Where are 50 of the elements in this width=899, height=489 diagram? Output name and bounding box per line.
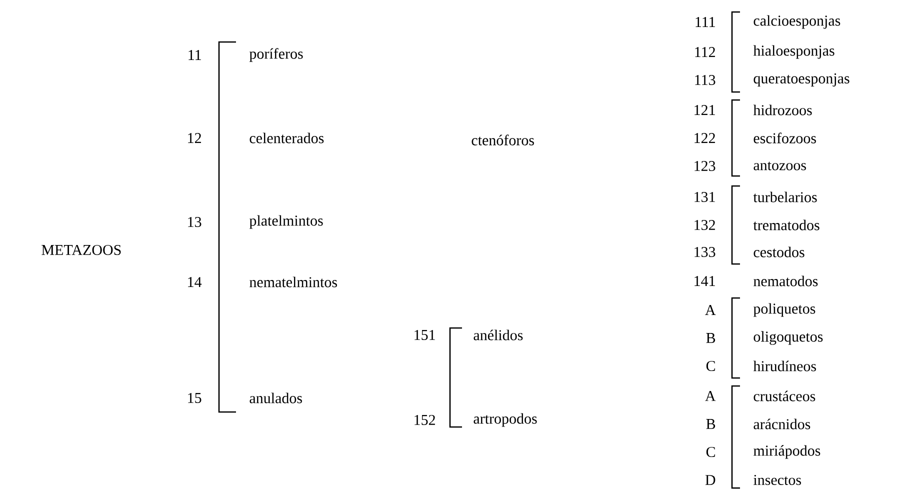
taxon-label: miriápodos [754, 445, 820, 459]
index-number: 111 [696, 17, 715, 27]
index-number: 121 [694, 105, 715, 115]
index-number: C [706, 446, 715, 458]
index-number: B [706, 419, 716, 429]
index-number: D [705, 475, 716, 485]
index-number: 131 [694, 192, 715, 202]
taxon-label: queratoesponjas [754, 73, 850, 87]
taxon-label: ctenóforos [472, 134, 534, 146]
taxon-label: hialoesponjas [753, 45, 834, 59]
taxon-label: poríferos [249, 48, 303, 62]
index-number: 151 [414, 330, 435, 340]
index-number: 152 [414, 414, 435, 426]
index-number: 13 [188, 216, 202, 228]
taxon-label: escifozoos [754, 132, 816, 144]
index-number: 133 [694, 246, 716, 258]
taxon-label: trematodos [753, 220, 820, 230]
taxon-label: nematodos [754, 276, 818, 286]
index-number: 113 [695, 74, 716, 86]
index-number: 141 [694, 276, 715, 286]
index-number: 122 [694, 133, 715, 143]
index-number: 132 [694, 220, 715, 230]
taxon-label: antozoos [754, 162, 806, 170]
taxon-label: hidrozoos [753, 104, 812, 116]
taxon-label: calcioesponjas [754, 15, 840, 29]
taxon-label: arácnidos [754, 418, 810, 430]
taxon-label: crustáceos [754, 390, 816, 402]
taxon-label: hirudíneos [753, 360, 816, 372]
taxon-label: anélidos [474, 330, 523, 340]
index-number: 12 [188, 133, 201, 143]
index-number: 14 [188, 277, 202, 287]
index-number: 11 [188, 50, 201, 60]
taxon-label: artropodos [474, 413, 537, 427]
taxon-label: oligoquetos [754, 331, 823, 345]
index-number: A [705, 391, 716, 401]
group-label: METAZOOS [42, 244, 121, 256]
index-number: B [706, 333, 716, 343]
taxon-label: celenterados [250, 132, 324, 144]
index-number: 112 [695, 47, 715, 57]
index-number: A [705, 305, 716, 315]
index-number: 123 [694, 160, 716, 172]
taxon-label: insectos [754, 474, 801, 486]
index-number: 15 [188, 392, 202, 403]
taxon-label: platelmintos [249, 215, 323, 229]
taxon-label: anulados [250, 392, 302, 404]
index-number: C [706, 360, 715, 372]
taxon-label: cestodos [754, 246, 804, 258]
taxon-label: turbelarios [753, 192, 817, 202]
taxon-label: poliquetos [753, 303, 816, 317]
taxon-label: nematelmintos [250, 276, 337, 288]
